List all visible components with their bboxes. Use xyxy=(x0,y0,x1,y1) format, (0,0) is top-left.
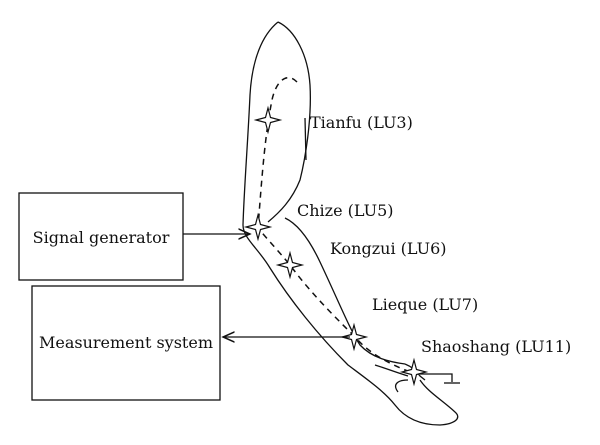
signal-generator-box xyxy=(18,192,184,281)
arm-outline xyxy=(242,21,459,426)
label-kongzui: Kongzui (LU6) xyxy=(330,239,447,258)
acupoint-marker-chize xyxy=(243,212,273,242)
meridian-path xyxy=(257,76,411,373)
ground-symbol xyxy=(420,373,460,384)
acupoint-marker-lieque xyxy=(339,322,369,352)
measurement-system-box xyxy=(31,285,221,401)
label-lieque: Lieque (LU7) xyxy=(372,295,478,314)
label-chize: Chize (LU5) xyxy=(297,201,394,220)
label-tianfu: Tianfu (LU3) xyxy=(310,113,413,132)
acupoint-marker-tianfu xyxy=(253,105,283,135)
acupoint-marker-kongzui xyxy=(275,250,305,280)
acupoint-marker-shaoshang xyxy=(399,357,429,387)
measurement-system-label: Measurement system xyxy=(39,333,213,352)
label-shaoshang: Shaoshang (LU11) xyxy=(421,337,571,356)
signal-generator-label: Signal generator xyxy=(33,228,170,247)
